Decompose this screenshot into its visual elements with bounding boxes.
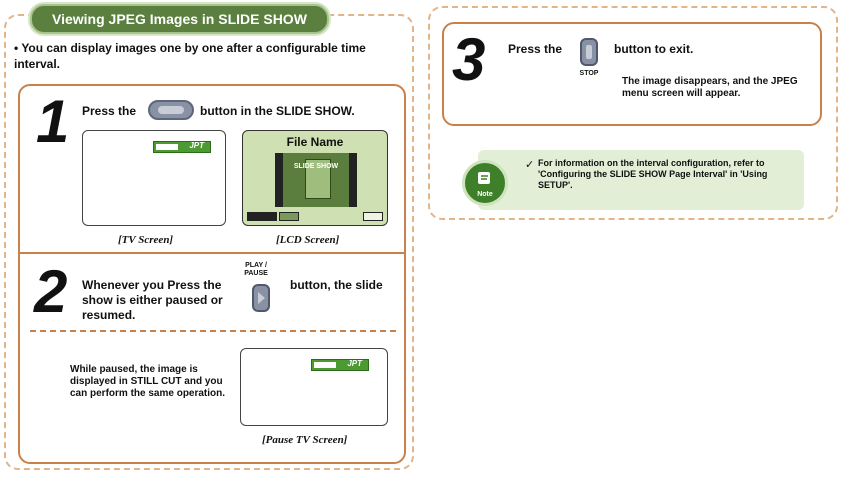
step2-text-line1: Whenever you Press the bbox=[82, 278, 222, 292]
pencil-icon bbox=[478, 172, 490, 184]
lcd-status-bar-mid bbox=[279, 212, 299, 221]
step2-text-line3: resumed. bbox=[82, 308, 136, 322]
stop-button-caption: STOP bbox=[579, 70, 599, 77]
play-pause-caption-2: PAUSE bbox=[244, 270, 268, 277]
pause-tv-screen: JPT bbox=[240, 348, 388, 426]
select-button-icon bbox=[148, 100, 194, 120]
step2-text-line2: show is either paused or bbox=[82, 293, 223, 307]
pause-osd-bar: JPT bbox=[311, 359, 369, 371]
tv-osd-value: JPT bbox=[189, 141, 204, 150]
tv-screen-caption: [TV Screen] bbox=[118, 234, 174, 246]
note-text: For information on the interval configur… bbox=[538, 158, 768, 190]
step1-text-before: Press the bbox=[82, 104, 137, 118]
stop-button-icon bbox=[580, 38, 598, 66]
film-icon bbox=[305, 159, 331, 199]
lcd-film-text: SLIDE SHOW bbox=[293, 163, 339, 170]
note-word: Note bbox=[477, 191, 493, 198]
play-pause-caption-1: PLAY / bbox=[245, 262, 267, 269]
page-title: Viewing JPEG Images in SLIDE SHOW bbox=[30, 4, 329, 34]
step2-number: 2 bbox=[34, 258, 68, 325]
step3-number: 3 bbox=[452, 26, 486, 93]
tv-screen: JPT bbox=[82, 130, 226, 226]
lcd-status-bar-left bbox=[247, 212, 277, 221]
note-icon: Note bbox=[462, 160, 508, 206]
step3-text-before: Press the bbox=[508, 42, 563, 56]
lcd-screen: File Name SLIDE SHOW bbox=[242, 130, 388, 226]
play-pause-button-icon bbox=[252, 284, 270, 312]
pause-osd-value: JPT bbox=[347, 359, 362, 368]
step1-text-after: button in the SLIDE SHOW. bbox=[200, 104, 355, 118]
step1-number: 1 bbox=[36, 88, 70, 155]
paused-note: While paused, the image is displayed in … bbox=[70, 364, 226, 399]
step2-divider bbox=[30, 330, 396, 332]
step3-box bbox=[442, 22, 822, 126]
step3-result: The image disappears, and the JPEG menu … bbox=[622, 76, 798, 99]
note-box bbox=[478, 150, 804, 210]
pause-screen-caption: [Pause TV Screen] bbox=[262, 434, 348, 446]
tv-osd-bar: JPT bbox=[153, 141, 211, 153]
lcd-status-bar-right bbox=[363, 212, 383, 221]
step3-text-after: button to exit. bbox=[614, 42, 694, 56]
step2-text-after: button, the slide bbox=[290, 278, 383, 292]
check-icon: ✓ bbox=[525, 159, 535, 171]
lcd-screen-caption: [LCD Screen] bbox=[276, 234, 340, 246]
lcd-image-frame: SLIDE SHOW bbox=[275, 153, 357, 207]
intro-text: • You can display images one by one afte… bbox=[14, 41, 366, 71]
lcd-file-name: File Name bbox=[286, 135, 344, 149]
